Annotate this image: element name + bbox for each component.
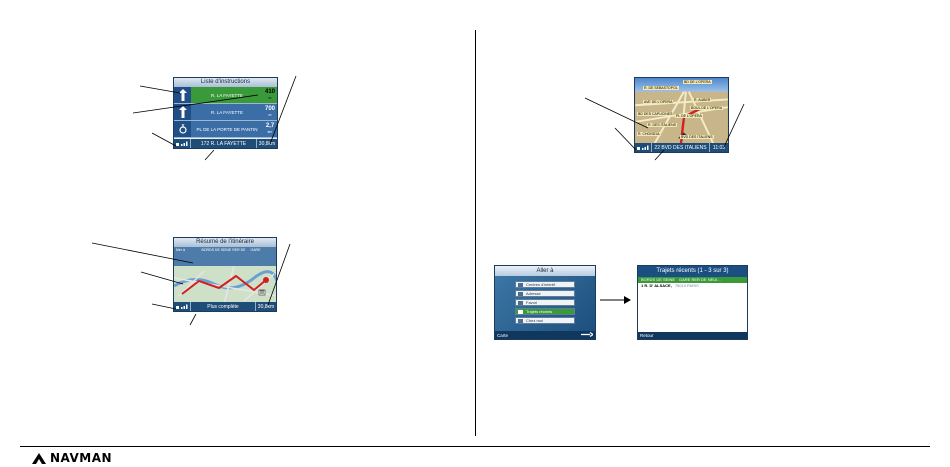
footer-rule — [20, 446, 930, 447]
instruction-street: PL DE LA PORTE DE PANTIN — [191, 121, 263, 137]
street-label: PL DE L'OPERA — [675, 114, 703, 118]
street-label: R. CHOISEUL — [637, 132, 662, 136]
recent-trips-title: Trajets récents (1 - 3 sur 3) — [638, 266, 747, 277]
favorite-icon — [518, 301, 523, 305]
menu-item-recent-trips[interactable]: Trajets récents — [515, 308, 575, 315]
street-label: BD DE L'OPERA — [683, 80, 712, 84]
current-street: 172 R. LA FAYETTE — [191, 139, 257, 148]
recent-trip-row[interactable]: BORDS DE SEINE GARE RER DE NEUI... — [638, 277, 747, 283]
map-3d-screen[interactable]: R. DE SEBASTOPOL AVE DE L'OPERA BD DES C… — [634, 77, 729, 153]
back-button[interactable]: Retour — [638, 332, 747, 339]
brand-name: NAVMAN — [50, 451, 113, 465]
poi-icon — [518, 283, 523, 287]
street-label: BVD DES ITALIENS — [680, 135, 714, 139]
street-label: R. DE SEBASTOPOL — [643, 86, 679, 90]
home-icon — [518, 319, 523, 323]
street-label: R. DES ITALIENS — [647, 123, 677, 127]
route-summary-screen: Résumé de l'itinéraire Mer à BORDS DE SE… — [173, 237, 277, 312]
route-summary-title: Résumé de l'itinéraire — [174, 238, 276, 247]
street-label: BOUL DE L'OPERA — [690, 106, 724, 110]
street-label: AVE DE L'OPERA — [643, 100, 674, 104]
address-icon — [518, 292, 523, 296]
route-map[interactable] — [174, 265, 276, 305]
summary-to: GARE — [250, 248, 261, 252]
roundabout-icon — [174, 121, 191, 137]
go-to-title: Aller à — [495, 266, 595, 276]
menu-item-home[interactable]: Chez moi — [515, 317, 575, 324]
clock: 11:03 — [712, 144, 726, 151]
menu-item-address[interactable]: Adresse — [515, 290, 575, 297]
status-bar: 22 BVD DES ITALIENS 11:03 — [635, 143, 728, 152]
summary-via: BORDS DE SEINE RER DE — [201, 248, 246, 252]
gps-signal-icon — [635, 143, 652, 152]
route-summary-header: Mer à BORDS DE SEINE RER DE GARE — [174, 247, 276, 266]
total-distance: 30,8km — [257, 303, 275, 310]
navman-logo: NAVMAN — [32, 451, 112, 465]
straight-arrow-icon — [174, 87, 191, 103]
navman-logo-icon — [32, 452, 46, 464]
recent-trip-row[interactable]: 1 R. D' ALSACE, 75010 PARIS — [641, 283, 699, 288]
column-divider — [475, 30, 476, 436]
total-distance: 30,8km — [258, 140, 276, 147]
street-label: R. AUBER — [693, 98, 712, 102]
instruction-street: R. LA FAYETTE — [191, 87, 263, 103]
menu-item-points-of-interest[interactable]: Centres d'intérêt — [515, 281, 575, 288]
street-label: BD DES CAPUCINES — [637, 112, 674, 116]
map-button[interactable]: Carte — [497, 332, 509, 338]
status-bar: Plus complète 30,8km — [174, 302, 276, 311]
go-to-footer: Carte — [495, 331, 595, 339]
go-to-menu-screen: Aller à Centres d'intérêt Adresse Favori… — [494, 265, 596, 340]
route-type: Plus complète — [191, 302, 256, 311]
status-bar: 172 R. LA FAYETTE 30,8km — [174, 139, 277, 148]
current-street: 22 BVD DES ITALIENS — [652, 143, 710, 152]
summary-from: Mer à — [176, 248, 185, 252]
instruction-list-title: Liste d'instructions — [174, 78, 277, 87]
straight-arrow-icon — [174, 104, 191, 120]
wrench-icon[interactable] — [581, 332, 595, 338]
gps-signal-icon — [174, 139, 191, 148]
gps-signal-icon — [174, 302, 191, 311]
menu-item-favorite[interactable]: Favori — [515, 299, 575, 306]
recent-trips-screen: Trajets récents (1 - 3 sur 3) BORDS DE S… — [637, 265, 748, 340]
instruction-street: R. LA FAYETTE — [191, 104, 263, 120]
recent-trips-icon — [518, 310, 523, 314]
